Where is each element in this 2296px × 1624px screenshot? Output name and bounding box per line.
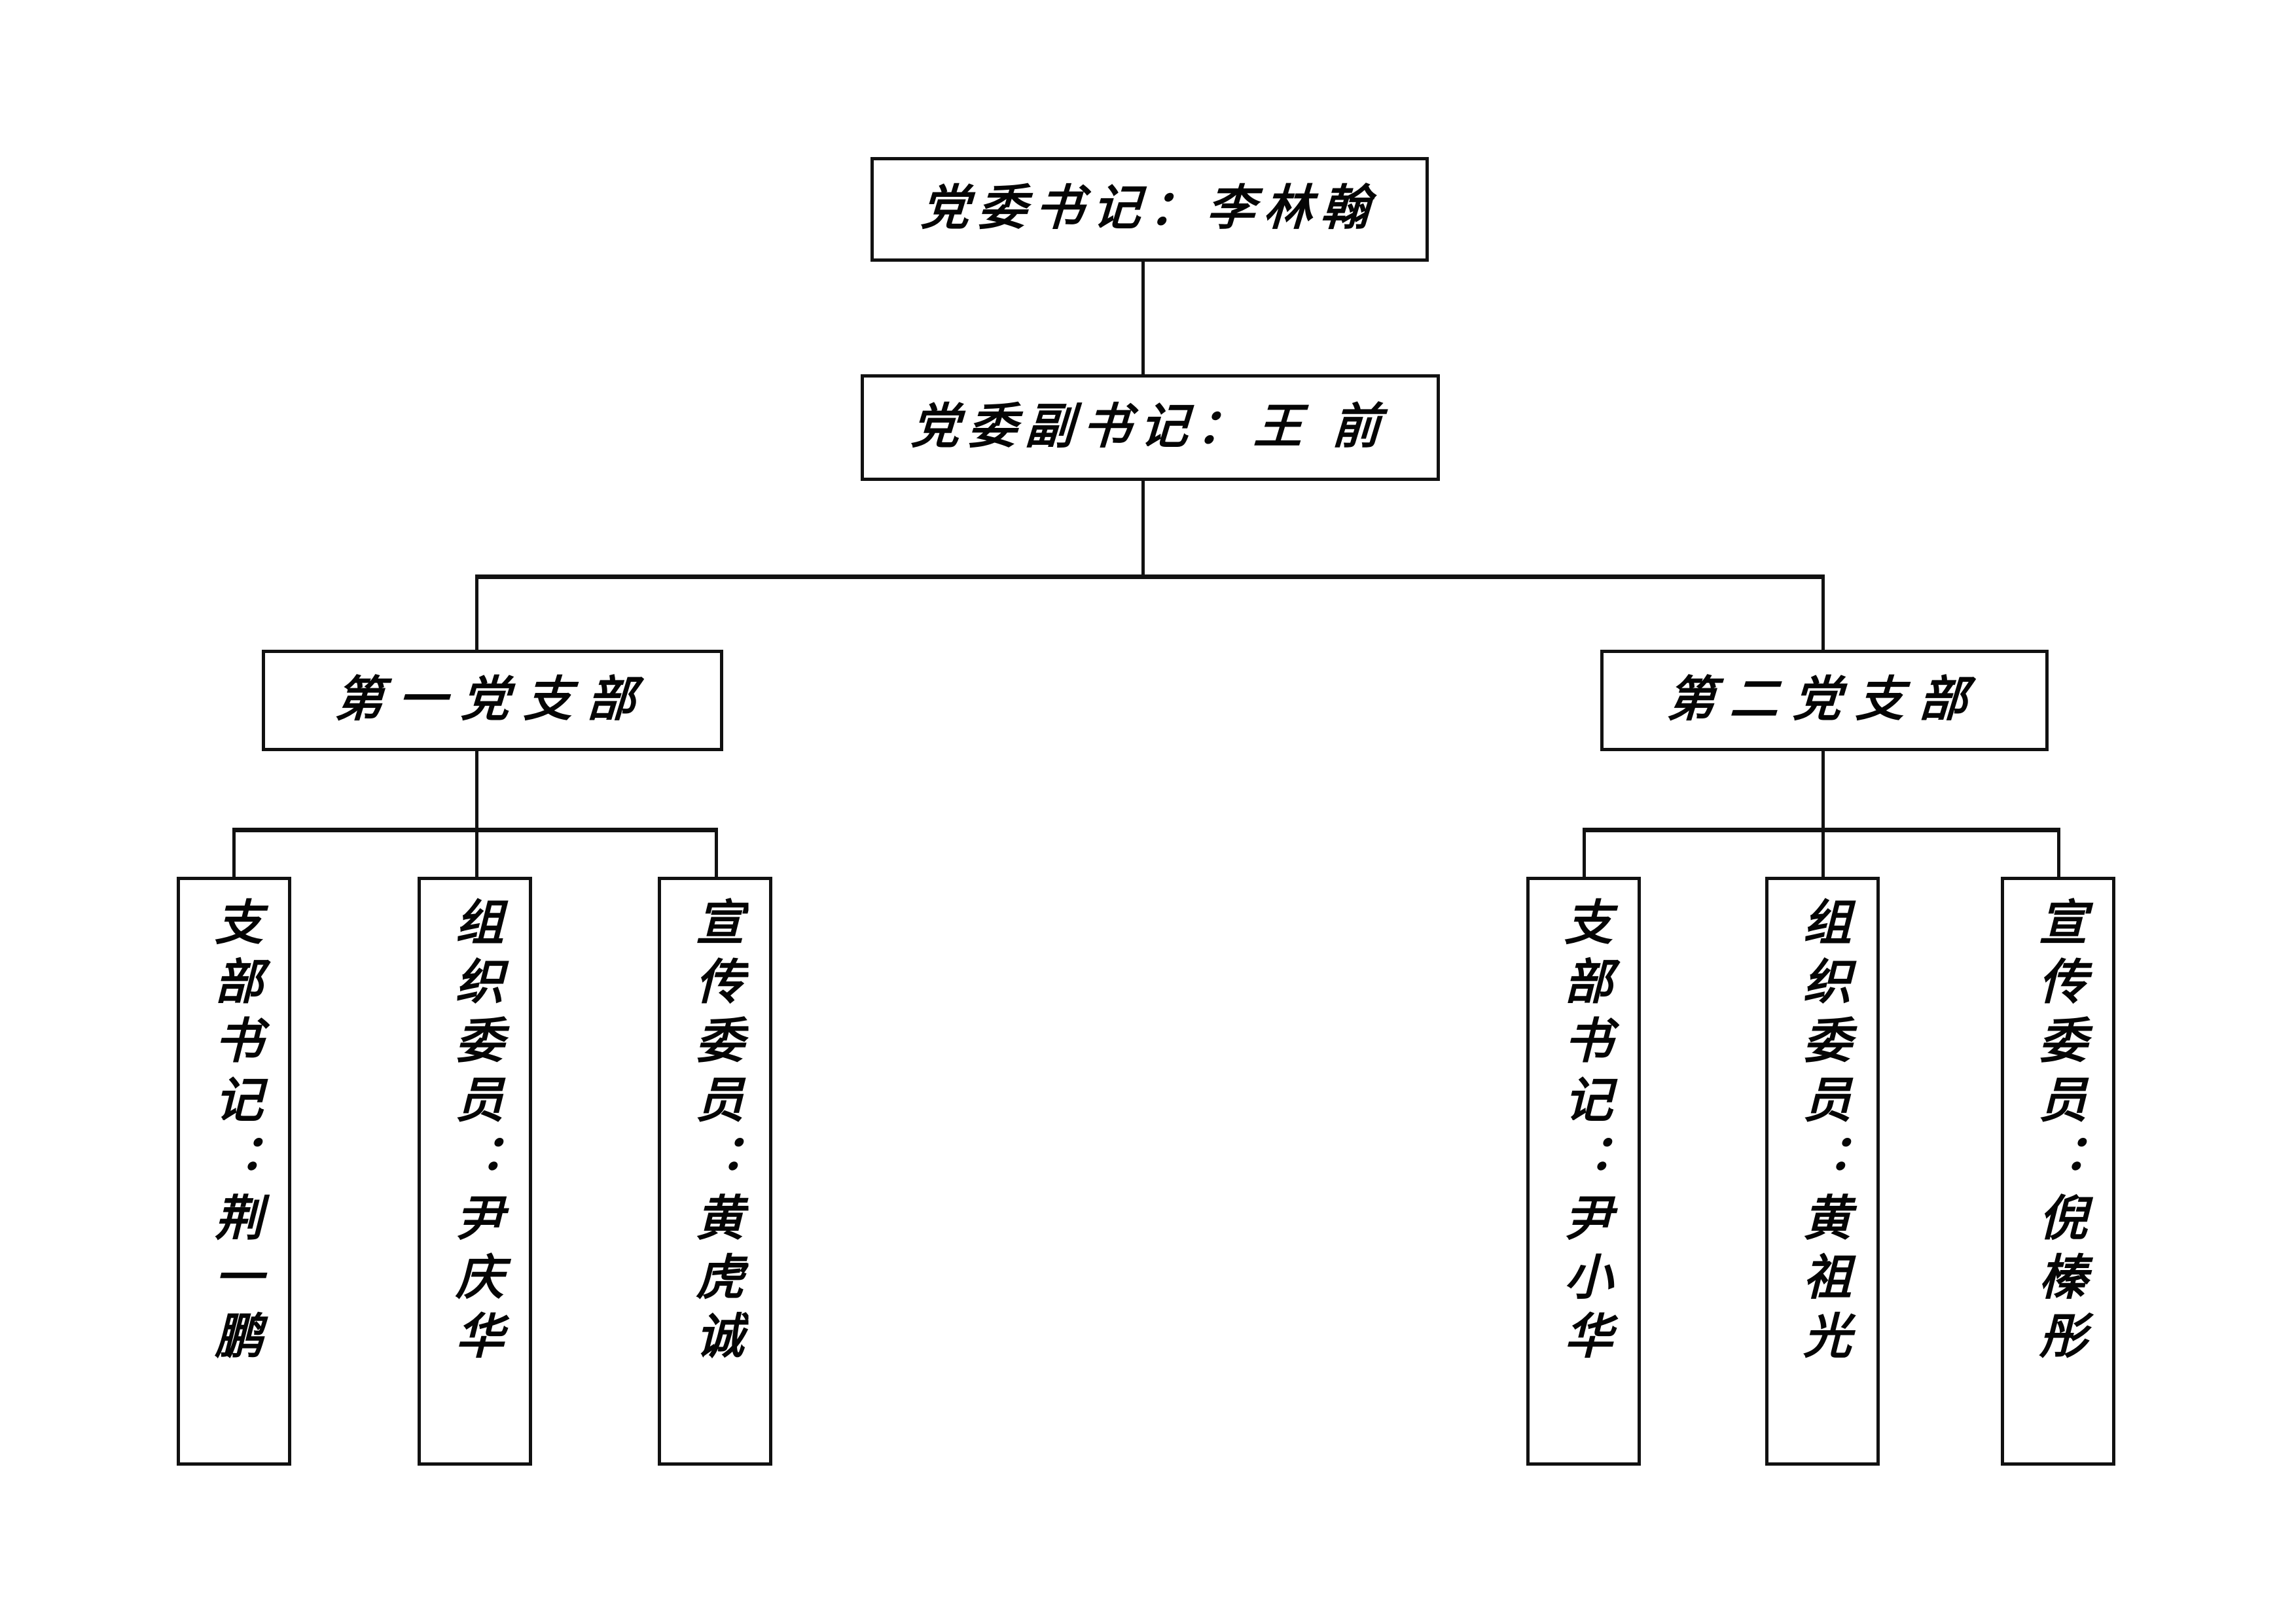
node-branch-two-member-2-label: 组织委员：黄祖光 [1795,897,1850,1370]
node-branch-two-member-2[interactable]: 组织委员：黄祖光 [1765,877,1880,1466]
connector-branch-two-to-member-2 [1821,828,1825,879]
node-branch-one-label: 第一党支部 [333,673,652,727]
connector-branch-one-stem [475,751,478,831]
node-deputy-secretary-label: 党委副书记：王 前 [910,400,1391,454]
connector-bus-to-branch-two [1821,574,1825,651]
node-branch-two-member-1[interactable]: 支部书记：尹小华 [1526,877,1641,1466]
node-branch-two-member-3[interactable]: 宣传委员：倪榛彤 [2001,877,2115,1466]
node-party-secretary[interactable]: 党委书记：李林翰 [870,157,1429,262]
node-party-secretary-label: 党委书记：李林翰 [920,182,1380,236]
node-branch-one-member-2[interactable]: 组织委员：尹庆华 [418,877,532,1466]
connector-branch-two-stem [1821,751,1825,831]
connector-branch-two-to-member-3 [2057,828,2060,879]
connector-secretary-to-deputy [1141,262,1145,374]
connector-branch-one-to-member-3 [715,828,718,879]
node-branch-two-member-3-label: 宣传委员：倪榛彤 [2031,897,2085,1370]
node-branch-one-member-3-label: 宣传委员：黄虎诚 [688,897,742,1370]
connector-branch-one-to-member-2 [475,828,478,879]
connector-branch-one-to-member-1 [232,828,236,879]
connector-branch-two-to-member-1 [1583,828,1586,879]
node-branch-one-member-1[interactable]: 支部书记：荆一鹏 [177,877,291,1466]
node-branch-one-member-1-label: 支部书记：荆一鹏 [207,897,261,1370]
connector-branch-bus [475,574,1825,579]
connector-bus-to-branch-one [475,574,478,651]
node-branch-one-member-2-label: 组织委员：尹庆华 [448,897,502,1370]
node-deputy-secretary[interactable]: 党委副书记：王 前 [861,374,1440,481]
node-branch-one-member-3[interactable]: 宣传委员：黄虎诚 [658,877,772,1466]
node-branch-one[interactable]: 第一党支部 [262,650,723,751]
node-branch-two-member-1-label: 支部书记：尹小华 [1556,897,1611,1370]
node-branch-two-label: 第二党支部 [1665,673,1984,727]
connector-deputy-stem [1141,481,1145,578]
node-branch-two[interactable]: 第二党支部 [1600,650,2049,751]
